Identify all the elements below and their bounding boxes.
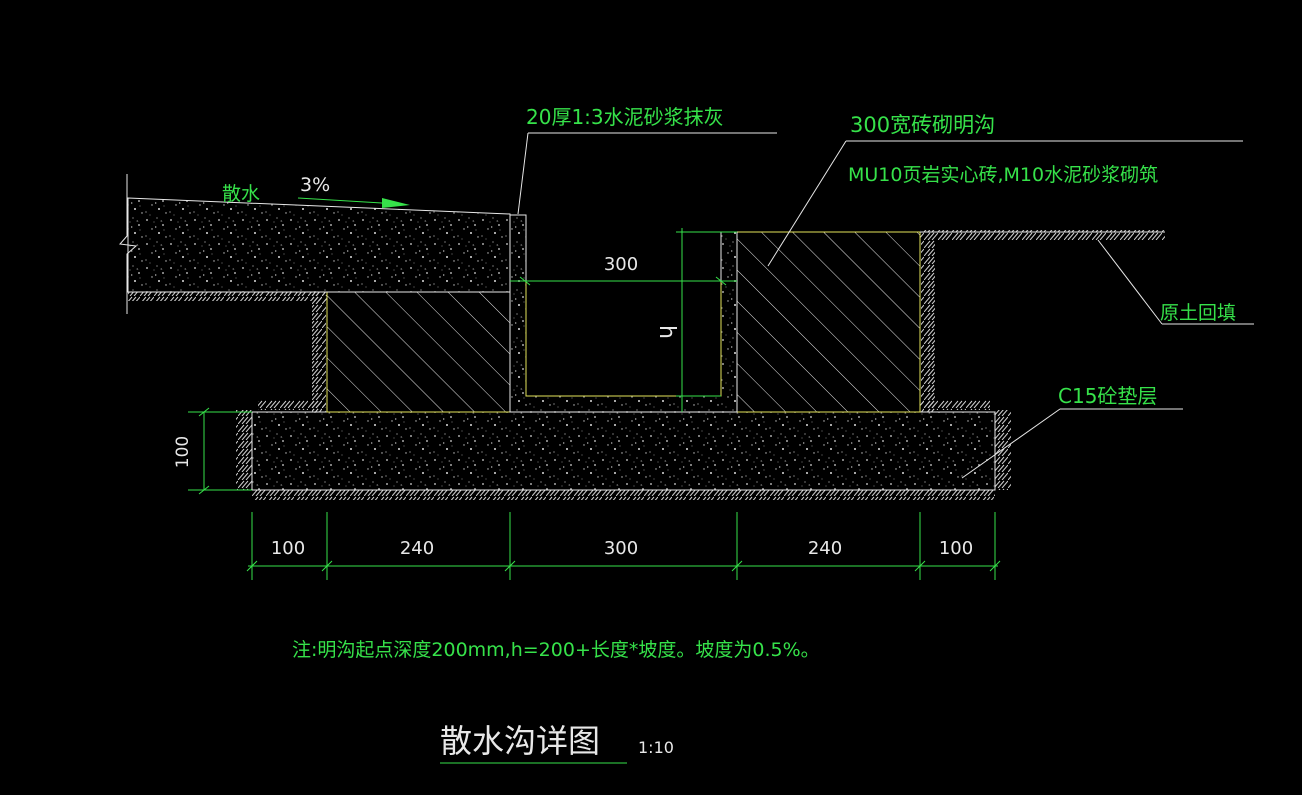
ditch-spec-label: 300宽砖砌明沟 bbox=[850, 113, 995, 137]
cushion-label: C15砼垫层 bbox=[1058, 384, 1157, 408]
right-brick-wall bbox=[736, 231, 921, 413]
break-line bbox=[119, 174, 138, 314]
bottom-dimension-label-2: 240 bbox=[400, 538, 434, 559]
bottom-dimension-label-3: 300 bbox=[604, 538, 638, 559]
drawing-scale: 1:10 bbox=[638, 738, 674, 757]
slope-arrow bbox=[297, 197, 410, 208]
cushion-dimension-label: 100 bbox=[173, 436, 193, 468]
ditch-inner-outline bbox=[525, 282, 722, 397]
height-dimension bbox=[676, 228, 737, 412]
concrete-cushion bbox=[251, 411, 996, 491]
cushion-dimension bbox=[188, 407, 252, 495]
drawing-title: 散水沟详图 bbox=[440, 722, 600, 760]
soil-hatching bbox=[128, 230, 1165, 500]
leader-lines bbox=[517, 132, 1254, 479]
slope-label: 3% bbox=[300, 174, 330, 196]
apron-label: 散水 bbox=[222, 183, 260, 205]
height-dimension-label: h bbox=[654, 325, 679, 339]
inner-width-dimension-label: 300 bbox=[604, 254, 638, 275]
left-brick-wall bbox=[326, 291, 511, 413]
backfill-label: 原土回填 bbox=[1160, 302, 1236, 324]
apron-slab bbox=[127, 197, 511, 293]
note-text: 注:明沟起点深度200mm,h=200+长度*坡度。坡度为0.5%。 bbox=[292, 639, 820, 661]
bottom-dimension-label-5: 100 bbox=[939, 538, 973, 559]
plaster-label: 20厚1:3水泥砂浆抹灰 bbox=[526, 105, 724, 129]
brick-spec-label: MU10页岩实心砖,M10水泥砂浆砌筑 bbox=[848, 164, 1158, 186]
inner-width-dimension bbox=[510, 276, 737, 286]
ditch-plaster-lining bbox=[509, 214, 738, 413]
bottom-dimension-chain bbox=[246, 512, 1001, 580]
bottom-dimension-label-4: 240 bbox=[808, 538, 842, 559]
bottom-dimension-label-1: 100 bbox=[271, 538, 305, 559]
